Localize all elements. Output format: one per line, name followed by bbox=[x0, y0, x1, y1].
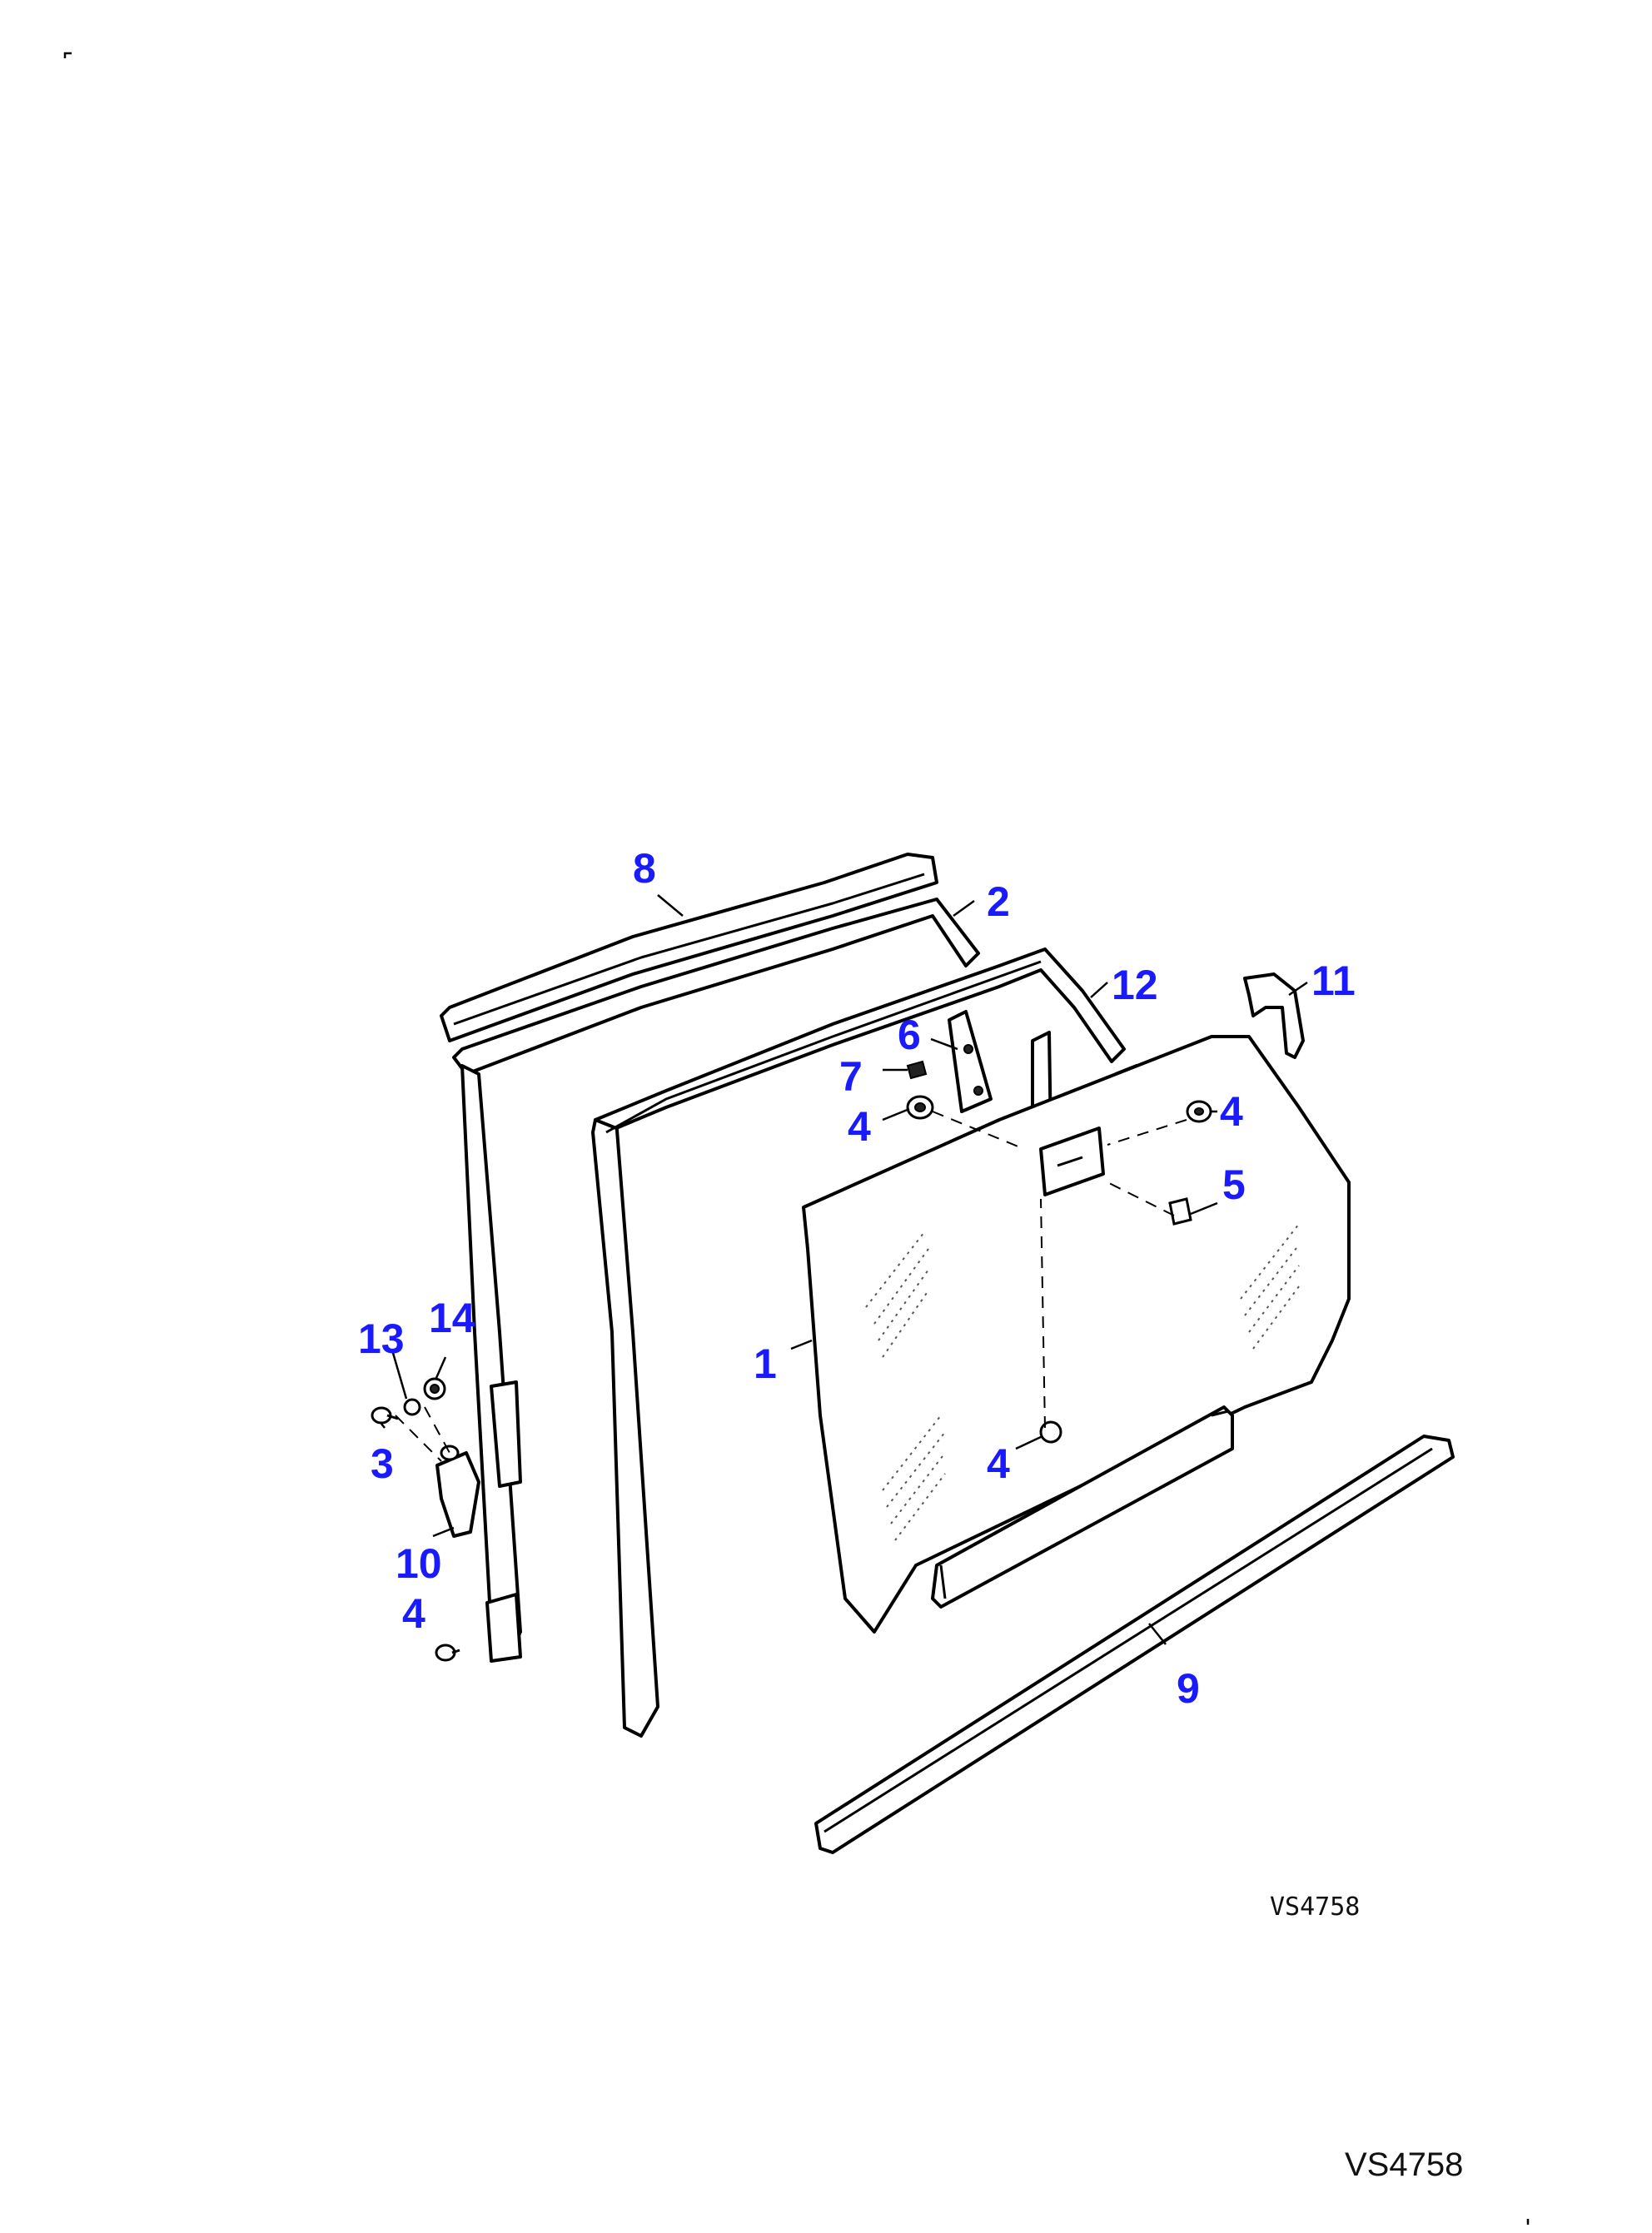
part-7-screw bbox=[906, 1060, 928, 1080]
callout-13: 13 bbox=[358, 1315, 405, 1362]
callout-10: 10 bbox=[396, 1540, 442, 1587]
callout-6: 6 bbox=[898, 1012, 921, 1058]
part-4-nut-right bbox=[1186, 1100, 1212, 1123]
part-4-nut-upper-left bbox=[906, 1095, 934, 1120]
glass-lower-channel bbox=[931, 1405, 1234, 1609]
part-9-waist-moulding bbox=[814, 1435, 1455, 1854]
callout-4-upper-left: 4 bbox=[848, 1103, 871, 1150]
callout-4-right: 4 bbox=[1220, 1088, 1243, 1135]
diagram-reference-inline: VS4758 bbox=[1270, 1892, 1360, 1922]
callout-14: 14 bbox=[429, 1295, 475, 1341]
callout-4-lower-centre: 4 bbox=[987, 1440, 1010, 1487]
part-6-bracket bbox=[948, 1010, 993, 1113]
regulator-channel bbox=[1039, 1126, 1105, 1196]
part-13-washer bbox=[403, 1398, 421, 1416]
part-3-bolt bbox=[371, 1406, 399, 1425]
callout-5: 5 bbox=[1222, 1161, 1246, 1208]
part-10-hinge-bracket bbox=[435, 1445, 480, 1538]
part-11-bracket bbox=[1243, 972, 1305, 1059]
part-14-grommet bbox=[423, 1377, 446, 1400]
callout-4-lower-left: 4 bbox=[402, 1590, 425, 1637]
part-2-door-frame bbox=[452, 898, 980, 1663]
callout-9: 9 bbox=[1177, 1665, 1200, 1712]
callout-1: 1 bbox=[754, 1340, 777, 1387]
leader-lines bbox=[381, 894, 1308, 1645]
callout-7: 7 bbox=[839, 1053, 863, 1100]
part-4-nut-lower-left bbox=[435, 1644, 460, 1662]
callout-2: 2 bbox=[987, 878, 1010, 925]
part-4-nut-lower-centre bbox=[1039, 1420, 1062, 1444]
callout-12: 12 bbox=[1112, 962, 1158, 1008]
callout-11: 11 bbox=[1311, 957, 1356, 1004]
callout-8: 8 bbox=[633, 845, 656, 892]
corner-mark bbox=[63, 52, 72, 58]
part-8-upper-moulding bbox=[440, 853, 938, 1042]
part-1-door-glass bbox=[802, 1035, 1351, 1634]
diagram-reference-corner: VS4758 bbox=[1345, 2146, 1463, 2183]
alignment-lines bbox=[395, 1111, 1187, 1462]
part-5-clip bbox=[1168, 1197, 1192, 1226]
callout-3: 3 bbox=[371, 1440, 394, 1487]
